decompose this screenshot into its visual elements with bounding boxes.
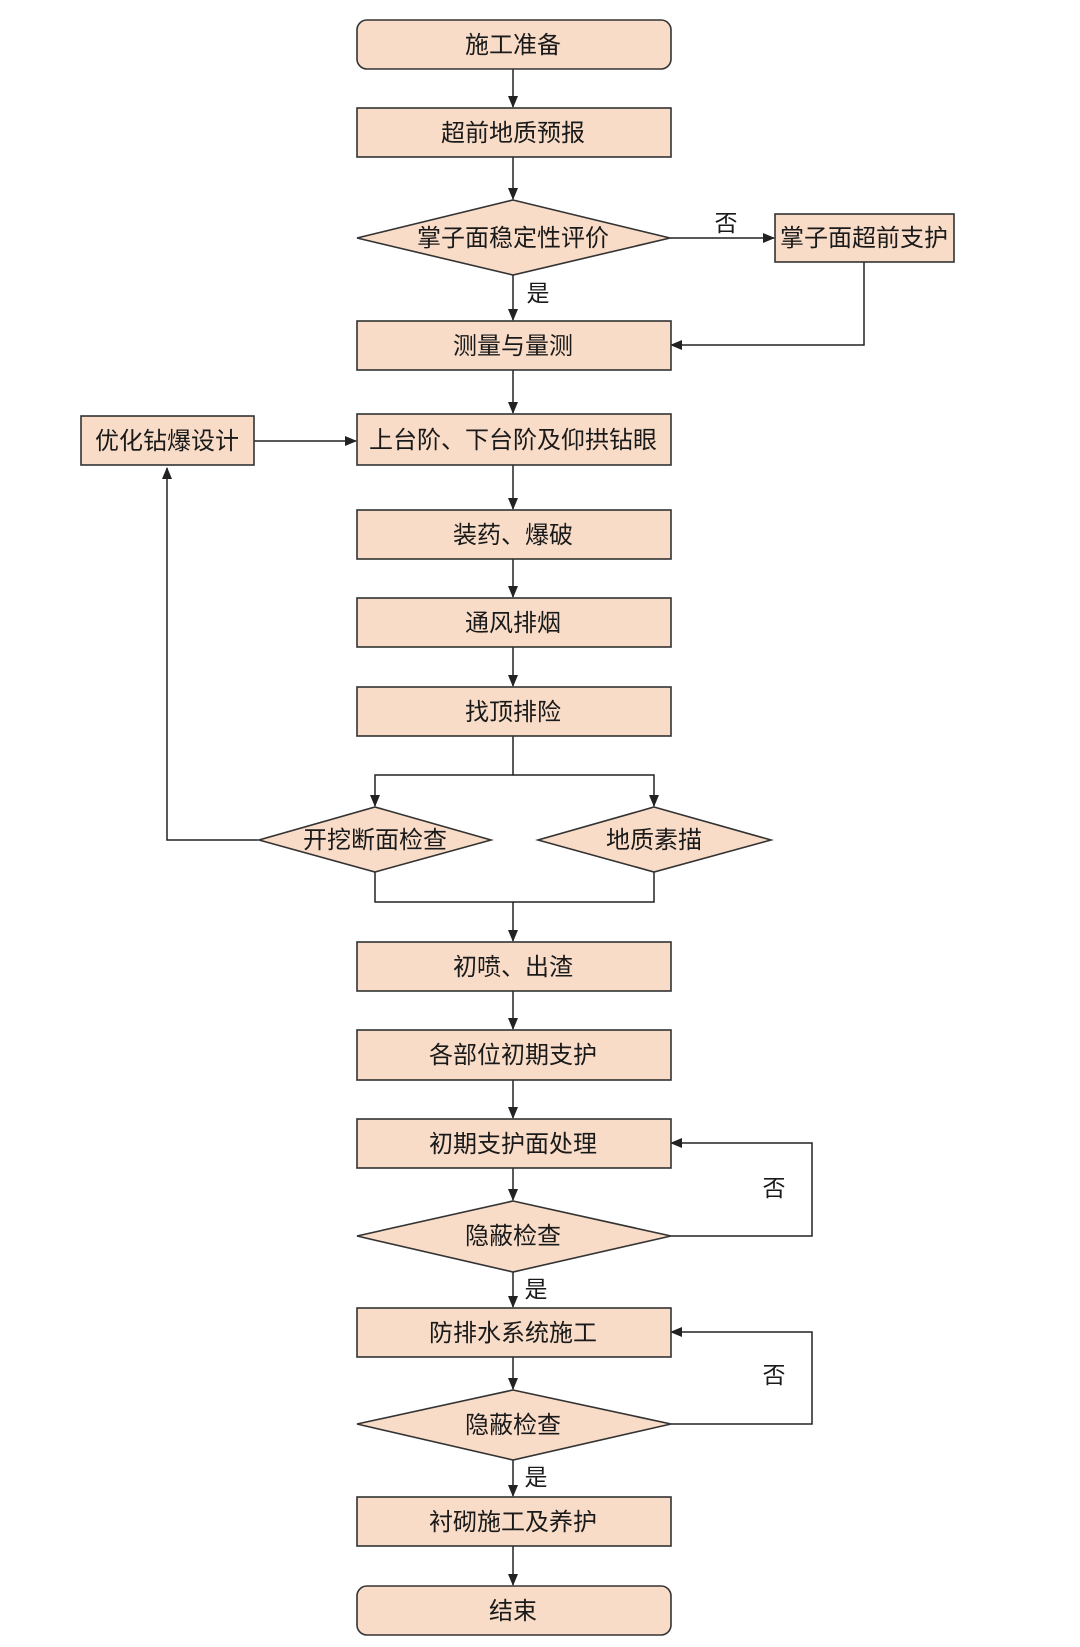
node-blasting: 装药、爆破: [356, 509, 672, 560]
edge-check2-waterproof: [670, 1327, 813, 1425]
lining-label: 衬砌施工及养护: [429, 1508, 597, 1536]
end-terminal: [356, 1585, 672, 1636]
blasting-box: [356, 509, 672, 560]
node-section-check: 开挖断面检查: [256, 806, 494, 873]
section-check-label: 开挖断面检查: [303, 826, 447, 854]
hidden-check-1-label: 隐蔽检查: [465, 1222, 561, 1250]
start-terminal: [356, 19, 672, 70]
section-check-diamond: [256, 806, 494, 873]
node-waterproof: 防排水系统施工: [356, 1307, 672, 1358]
node-surface-treat: 初期支护面处理: [356, 1118, 672, 1169]
node-init-support: 各部位初期支护: [356, 1029, 672, 1081]
node-lining: 衬砌施工及养护: [356, 1496, 672, 1547]
lining-box: [356, 1496, 672, 1547]
node-face-support: 掌子面超前支护: [774, 213, 955, 263]
geo-sketch-label: 地质素描: [606, 826, 702, 854]
waterproof-label: 防排水系统施工: [429, 1319, 597, 1347]
node-hidden-check-2: 隐蔽检查: [356, 1389, 672, 1461]
scaling-box: [356, 686, 672, 737]
label-check2-yes: 是: [525, 1465, 548, 1491]
shotcrete-label: 初喷、出渣: [453, 953, 573, 981]
node-end: 结束: [356, 1585, 672, 1636]
node-shotcrete: 初喷、出渣: [356, 941, 672, 992]
edge-check1-surface-treat: [670, 1138, 813, 1237]
hidden-check-2-diamond: [356, 1389, 672, 1461]
hidden-check-1-diamond: [356, 1200, 672, 1273]
node-measure: 测量与量测: [356, 320, 672, 371]
label-check1-yes: 是: [525, 1277, 548, 1303]
measure-box: [356, 320, 672, 371]
optimize-box: [80, 415, 255, 466]
node-optimize: 优化钻爆设计: [80, 415, 255, 466]
label-face-no: 否: [715, 211, 738, 237]
node-face-eval: 掌子面稳定性评价: [356, 199, 671, 276]
scaling-label: 找顶排险: [465, 698, 561, 726]
edges: [162, 69, 865, 1586]
face-eval-label: 掌子面稳定性评价: [417, 224, 609, 252]
hidden-check-2-label: 隐蔽检查: [465, 1411, 561, 1439]
end-label: 结束: [489, 1597, 537, 1625]
surface-treat-box: [356, 1118, 672, 1169]
start-label: 施工准备: [465, 31, 561, 59]
edge-scaling-split: [370, 736, 514, 807]
drilling-box: [356, 413, 672, 466]
waterproof-box: [356, 1307, 672, 1358]
shotcrete-box: [356, 941, 672, 992]
label-check2-no: 否: [763, 1363, 786, 1389]
node-geo-sketch: 地质素描: [535, 806, 774, 873]
init-support-box: [356, 1029, 672, 1081]
blasting-label: 装药、爆破: [453, 521, 573, 549]
surface-treat-label: 初期支护面处理: [429, 1130, 597, 1158]
node-forecast: 超前地质预报: [356, 107, 672, 158]
label-check1-no: 否: [763, 1176, 786, 1202]
edge-section-check-optimize: [162, 467, 258, 841]
face-eval-diamond: [356, 199, 671, 276]
init-support-label: 各部位初期支护: [429, 1041, 597, 1069]
edge-split-geo-sketch: [513, 774, 659, 807]
node-scaling: 找顶排险: [356, 686, 672, 737]
drilling-label: 上台阶、下台阶及仰拱钻眼: [369, 426, 657, 454]
face-support-box: [774, 213, 955, 263]
node-hidden-check-1: 隐蔽检查: [356, 1200, 672, 1273]
face-support-label: 掌子面超前支护: [780, 224, 948, 252]
optimize-label: 优化钻爆设计: [95, 427, 239, 455]
geo-sketch-diamond: [535, 806, 774, 873]
forecast-box: [356, 107, 672, 158]
forecast-label: 超前地质预报: [441, 119, 585, 147]
node-drilling: 上台阶、下台阶及仰拱钻眼: [356, 413, 672, 466]
measure-label: 测量与量测: [453, 332, 573, 360]
edge-labels: 否 是 否 是 否 是: [525, 211, 786, 1491]
ventilation-label: 通风排烟: [465, 609, 561, 637]
node-start: 施工准备: [356, 19, 672, 70]
edge-merge-shotcrete: [374, 872, 655, 903]
ventilation-box: [356, 597, 672, 648]
node-ventilation: 通风排烟: [356, 597, 672, 648]
label-face-yes: 是: [527, 281, 550, 307]
edge-face-support-measure: [670, 262, 865, 350]
